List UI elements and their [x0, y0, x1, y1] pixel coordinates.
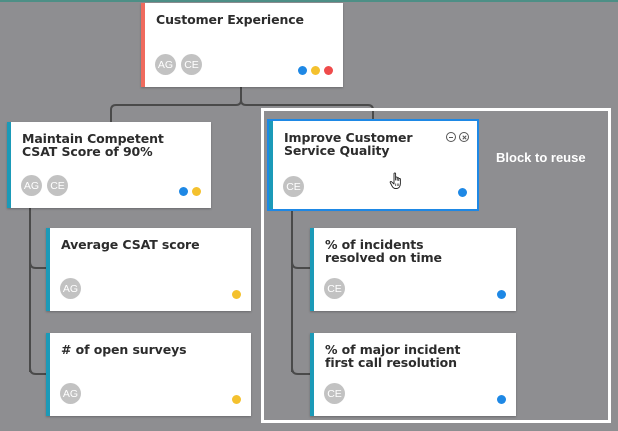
- connector-quality-ontime: [291, 261, 310, 269]
- kpi-card-incidents-on-time[interactable]: % of incidents resolved on time CE: [310, 228, 516, 311]
- status-dots: [497, 290, 506, 299]
- avatar[interactable]: CE: [181, 54, 202, 75]
- status-dot-yellow: [311, 66, 320, 75]
- avatar[interactable]: AG: [155, 54, 176, 75]
- status-dot-blue: [298, 66, 307, 75]
- status-dots: [458, 188, 467, 197]
- hand-pointer-cursor-icon: [389, 172, 401, 189]
- card-actions: [446, 132, 469, 142]
- card-title: % of incidents resolved on time: [325, 237, 442, 265]
- status-dot-yellow: [192, 187, 201, 196]
- kpi-card-open-surveys[interactable]: # of open surveys AG: [46, 333, 251, 416]
- avatar[interactable]: AG: [21, 175, 42, 196]
- goal-card-improve-quality[interactable]: Improve Customer Service Quality CE: [267, 119, 479, 211]
- card-avatars: AG: [60, 278, 81, 299]
- avatar[interactable]: CE: [283, 176, 304, 197]
- status-dot-yellow: [232, 290, 241, 299]
- avatar[interactable]: AG: [60, 383, 81, 404]
- avatar[interactable]: CE: [47, 175, 68, 196]
- status-dot-yellow: [232, 395, 241, 404]
- connector-quality-major: [291, 367, 310, 375]
- card-title: Improve Customer Service Quality: [284, 130, 413, 158]
- top-accent-bar: [0, 0, 618, 2]
- kpi-card-average-csat[interactable]: Average CSAT score AG: [46, 228, 251, 311]
- avatar[interactable]: AG: [60, 278, 81, 299]
- avatar[interactable]: CE: [324, 278, 345, 299]
- close-icon[interactable]: [459, 132, 469, 142]
- status-dots: [497, 395, 506, 404]
- status-dots: [232, 290, 241, 299]
- status-dots: [179, 187, 201, 196]
- status-dot-blue: [458, 188, 467, 197]
- card-title: Maintain Competent CSAT Score of 90%: [22, 131, 164, 159]
- card-avatars: AG: [60, 383, 81, 404]
- status-dot-red: [324, 66, 333, 75]
- connector-csat-avg: [29, 261, 46, 269]
- card-avatars: AG CE: [21, 175, 68, 196]
- card-avatars: CE: [283, 176, 304, 197]
- connector-csat-surveys: [29, 367, 46, 375]
- minus-icon[interactable]: [446, 132, 456, 142]
- status-dots: [232, 395, 241, 404]
- card-title: Customer Experience: [156, 12, 304, 27]
- goal-card-maintain-csat[interactable]: Maintain Competent CSAT Score of 90% AG …: [7, 122, 211, 208]
- card-title: % of major incident first call resolutio…: [325, 342, 461, 370]
- goal-card-customer-experience[interactable]: Customer Experience AG CE: [141, 3, 343, 87]
- status-dot-blue: [497, 395, 506, 404]
- status-dot-blue: [497, 290, 506, 299]
- reuse-callout-label: Block to reuse: [496, 150, 586, 165]
- card-title: Average CSAT score: [61, 237, 200, 252]
- status-dot-blue: [179, 187, 188, 196]
- card-avatars: AG CE: [155, 54, 202, 75]
- card-avatars: CE: [324, 278, 345, 299]
- kpi-card-major-incident[interactable]: % of major incident first call resolutio…: [310, 333, 516, 416]
- card-avatars: CE: [324, 383, 345, 404]
- reuse-block-highlight: [261, 108, 611, 423]
- avatar[interactable]: CE: [324, 383, 345, 404]
- card-title: # of open surveys: [61, 342, 187, 357]
- connector-root-left: [110, 99, 242, 122]
- status-dots: [298, 66, 333, 75]
